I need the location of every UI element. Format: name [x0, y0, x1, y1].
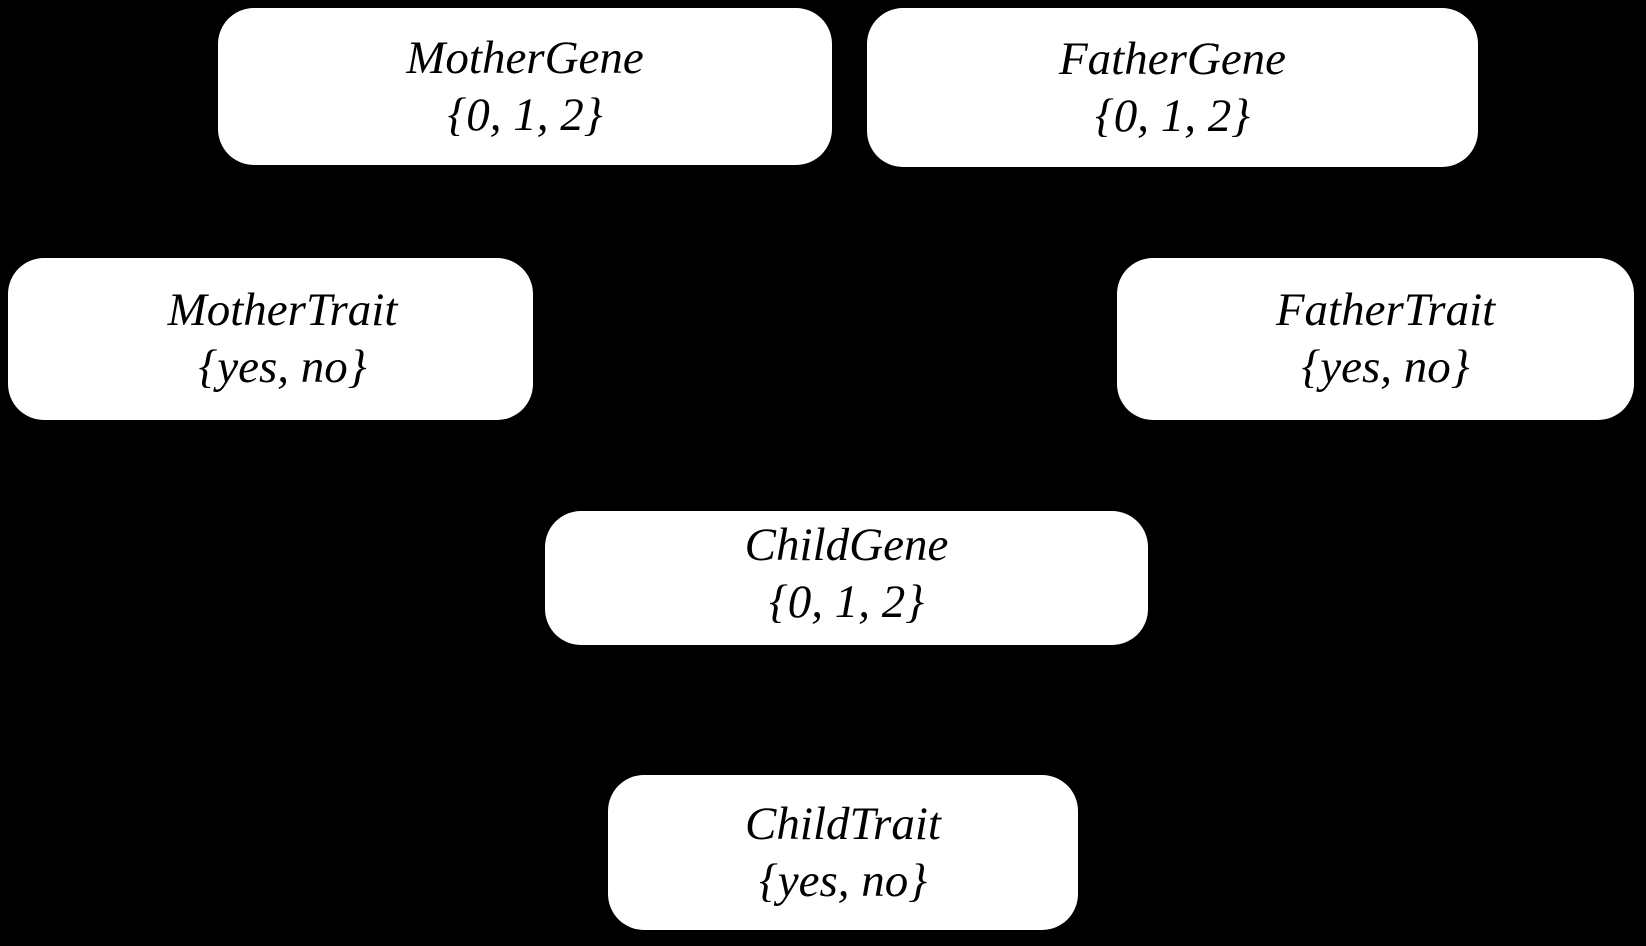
node-father-trait-label: FatherTrait — [1275, 284, 1496, 336]
node-father-trait-domain: {yes, no} — [1301, 341, 1470, 393]
node-mother-trait-domain: {yes, no} — [198, 341, 367, 393]
node-child-gene-domain: {0, 1, 2} — [768, 576, 925, 628]
node-father-gene-label: FatherGene — [1058, 32, 1287, 85]
node-father-gene[interactable]: FatherGene {0, 1, 2} — [867, 8, 1478, 167]
node-mother-gene-label: MotherGene — [406, 31, 644, 84]
edge-mother-gene-to-mother-trait — [269, 163, 381, 260]
edge-mother-gene-to-child-gene — [598, 164, 722, 512]
node-child-trait-domain: {yes, no} — [758, 854, 928, 907]
edge-father-gene-to-child-gene — [958, 166, 1082, 512]
node-father-gene-domain: {0, 1, 2} — [1094, 89, 1251, 142]
node-child-trait-label: ChildTrait — [745, 797, 941, 850]
node-child-trait[interactable]: ChildTrait {yes, no} — [608, 775, 1078, 930]
edge-father-gene-to-father-trait — [1249, 165, 1376, 260]
node-child-gene[interactable]: ChildGene {0, 1, 2} — [545, 511, 1148, 645]
node-child-gene-label: ChildGene — [744, 519, 949, 571]
node-father-trait[interactable]: FatherTrait {yes, no} — [1117, 258, 1634, 420]
node-mother-gene[interactable]: MotherGene {0, 1, 2} — [218, 8, 832, 165]
node-mother-trait[interactable]: MotherTrait {yes, no} — [8, 258, 533, 420]
node-mother-trait-label: MotherTrait — [167, 284, 398, 336]
node-mother-gene-domain: {0, 1, 2} — [447, 88, 603, 141]
edge-child-gene-to-child-trait — [841, 644, 848, 776]
